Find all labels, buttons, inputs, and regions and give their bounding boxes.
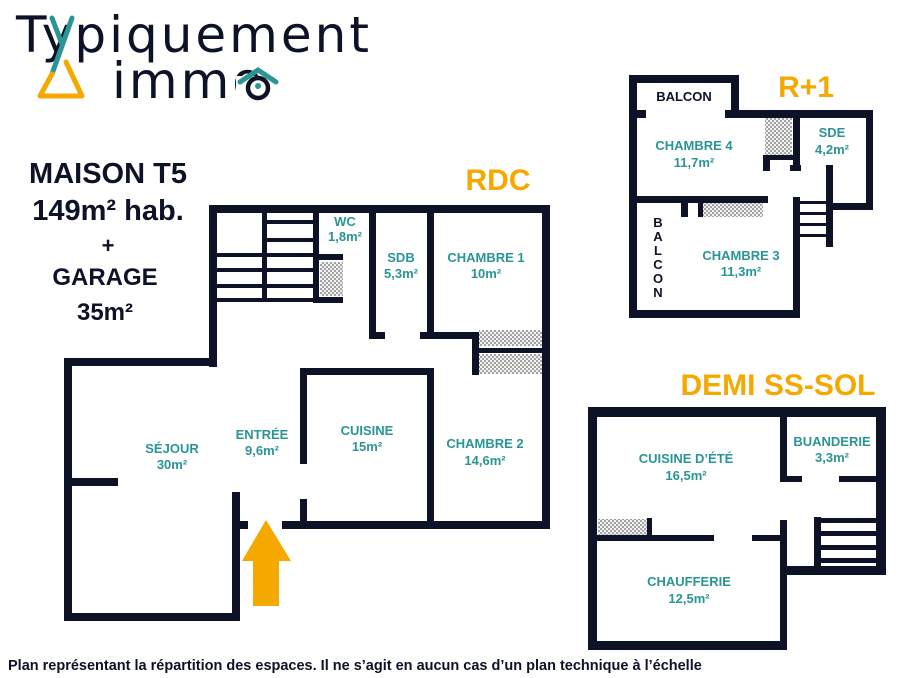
level-title-rdc: RDC [466,164,531,197]
room-chaufferie: CHAUFFERIE 12,5m² [647,574,731,606]
r1-staircase [800,201,828,237]
svg-text:SDB: SDB [387,250,414,265]
plus-sign: + [102,233,115,258]
svg-text:CUISINE: CUISINE [341,423,394,438]
property-area: 149m² hab. [32,195,184,227]
balcony-side-label: B A L C O N [653,215,663,300]
room-chambre-2: CHAMBRE 2 14,6m² [446,436,523,468]
svg-text:12,5m²: 12,5m² [668,591,710,606]
entrance-arrow-icon [242,520,291,606]
property-summary: MAISON T5 149m² hab. + GARAGE 35m² [29,158,187,326]
svg-text:CHAMBRE 4: CHAMBRE 4 [655,138,733,153]
svg-text:4,2m²: 4,2m² [815,142,850,157]
svg-text:N: N [653,285,662,300]
svg-text:CHAMBRE 3: CHAMBRE 3 [702,248,779,263]
property-type: MAISON T5 [29,158,187,190]
logo-triangle-mark [37,59,85,99]
svg-text:11,3m²: 11,3m² [721,264,762,279]
svg-text:O: O [653,271,663,286]
svg-text:CHAMBRE 1: CHAMBRE 1 [447,250,524,265]
svg-text:11,7m²: 11,7m² [674,155,715,170]
svg-text:30m²: 30m² [157,457,188,472]
svg-text:SÉJOUR: SÉJOUR [145,441,199,456]
house-icon [236,66,280,102]
svg-text:ENTRÉE: ENTRÉE [236,427,289,442]
garage-label: GARAGE [52,264,157,291]
disclaimer-footer: Plan représentant la répartition des esp… [8,658,702,674]
svg-text:WC: WC [334,214,356,229]
room-chambre-4: CHAMBRE 4 11,7m² [655,138,733,170]
svg-text:SDE: SDE [819,125,846,140]
room-wc: WC1,8m² [328,214,363,244]
svg-text:14,6m²: 14,6m² [464,453,506,468]
svg-text:CHAMBRE 2: CHAMBRE 2 [446,436,523,451]
svg-text:9,6m²: 9,6m² [245,443,280,458]
svg-text:15m²: 15m² [352,439,383,454]
r1-walls [629,75,873,318]
room-chambre-3: CHAMBRE 311,3m² [702,248,779,279]
balcony-top-label: BALCON [656,89,712,104]
r1-plan: BALCON B A L C O N CHAMBRE 4 11,7m² SDE 4,… [629,75,873,318]
demi-walls [588,407,886,650]
svg-text:3,3m²: 3,3m² [815,450,850,465]
svg-text:1,8m²: 1,8m² [328,229,363,244]
level-title-r1: R+1 [778,71,834,104]
garage-area: 35m² [77,299,133,326]
svg-text:A: A [653,229,663,244]
demi-staircase [821,518,876,563]
svg-text:L: L [654,243,662,258]
rdc-staircase [213,213,316,302]
svg-text:BUANDERIE: BUANDERIE [793,434,871,449]
svg-text:5,3m²: 5,3m² [384,266,419,281]
logo-y-mark [49,15,75,77]
svg-text:CHAUFFERIE: CHAUFFERIE [647,574,731,589]
svg-text:C: C [653,257,663,272]
logo: Typiquement immo [15,6,372,110]
svg-text:16,5m²: 16,5m² [665,468,707,483]
logo-line1: Typiquement [15,6,372,64]
svg-text:B: B [653,215,662,230]
room-cuisine-d-ete: CUISINE D’ÉTÉ 16,5m² [639,451,734,483]
level-title-demi-ss-sol: DEMI SS-SOL [680,369,875,402]
svg-text:10m²: 10m² [471,266,502,281]
svg-text:CUISINE D’ÉTÉ: CUISINE D’ÉTÉ [639,451,734,466]
room-sde: SDE 4,2m² [815,125,850,157]
